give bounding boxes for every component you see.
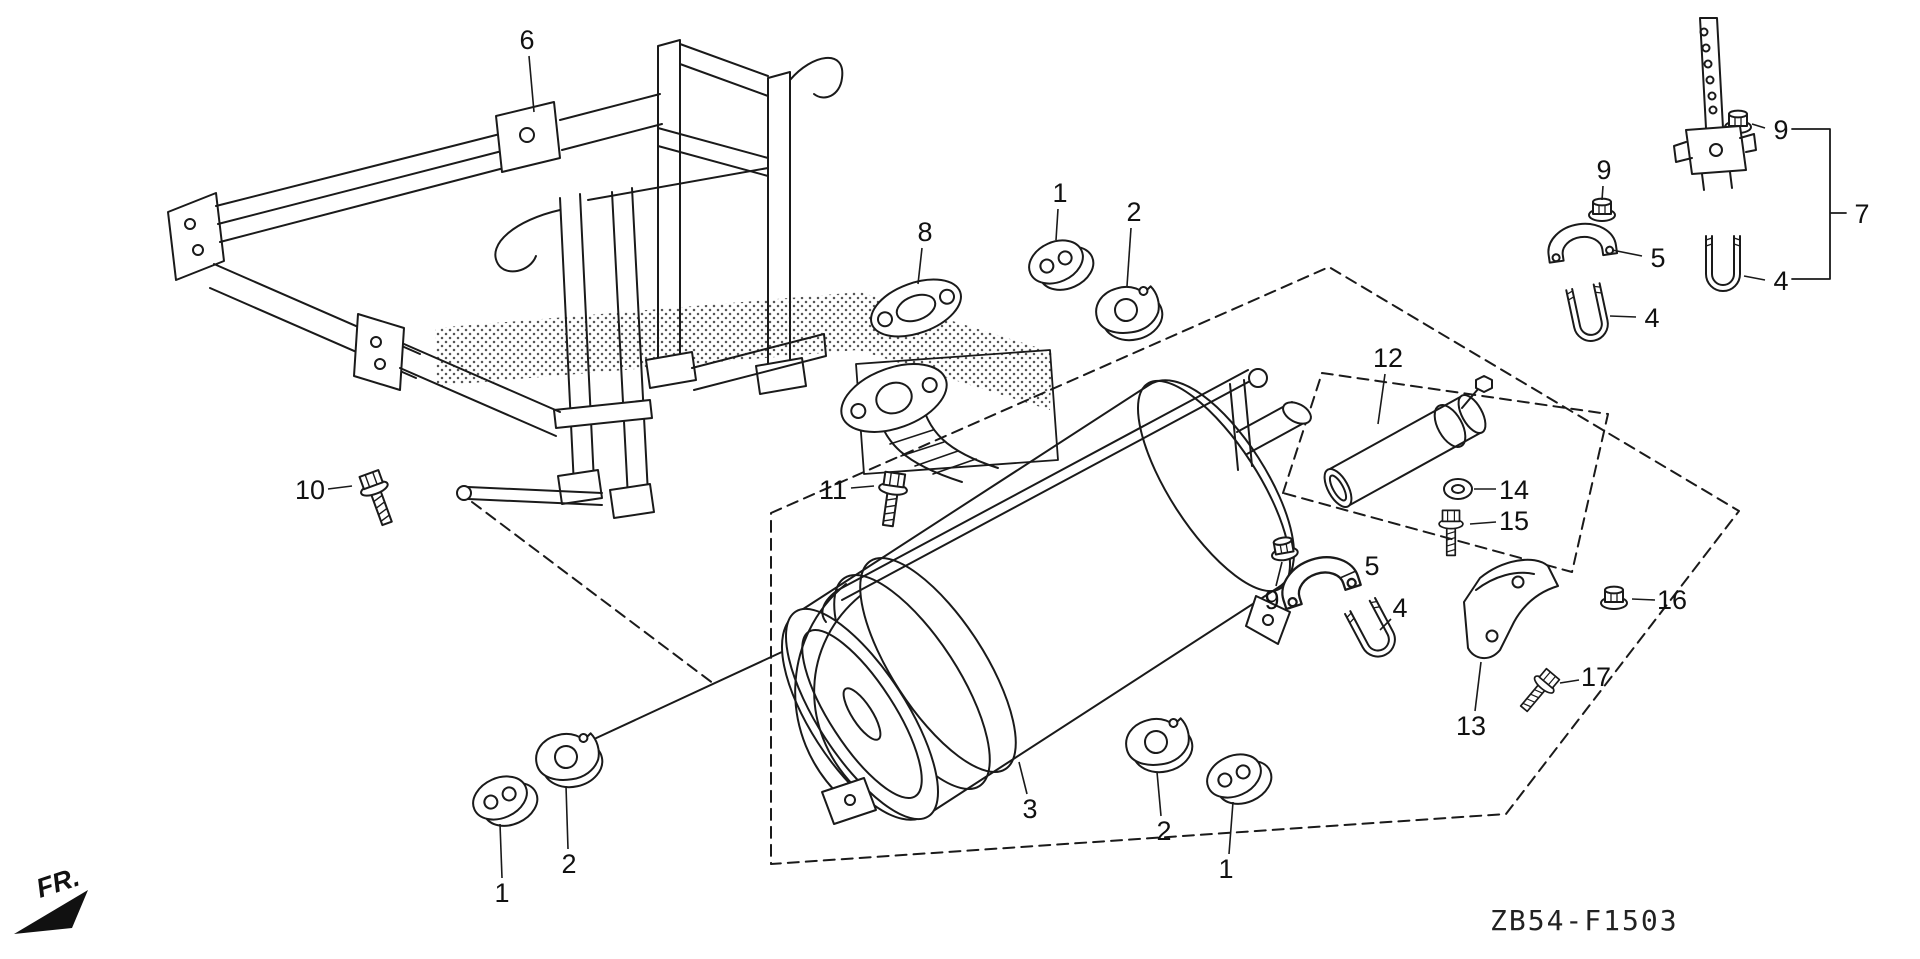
washer-14 xyxy=(1443,478,1473,500)
callout-label-3: 3 xyxy=(1022,794,1037,824)
callout-label-14: 14 xyxy=(1499,475,1529,505)
callout-label-2: 2 xyxy=(1156,816,1171,846)
callout-leader-9 xyxy=(1601,185,1604,201)
stay-bracket-13 xyxy=(1463,558,1559,659)
callout-leader-2 xyxy=(1156,771,1162,817)
callout-label-11: 11 xyxy=(819,475,847,505)
callout-leader-2 xyxy=(565,785,569,850)
callout-label-13: 13 xyxy=(1456,711,1486,741)
callout-label-10: 10 xyxy=(295,475,325,505)
callout-leader-1 xyxy=(1228,801,1234,855)
callout-leader-11 xyxy=(850,485,875,489)
callout-leader-15 xyxy=(1469,521,1497,525)
callout-label-4: 4 xyxy=(1773,266,1788,296)
callout-label-4: 4 xyxy=(1644,303,1659,333)
dashed-outline-main xyxy=(770,266,1740,865)
bolt-15 xyxy=(1438,509,1464,557)
callout-label-9: 9 xyxy=(1596,155,1611,185)
callout-leader-17 xyxy=(1559,679,1580,684)
callout-label-1: 1 xyxy=(1052,178,1067,208)
carrier-frame xyxy=(167,39,844,519)
callout-label-9: 9 xyxy=(1773,115,1788,145)
callout-7-bracket-line xyxy=(1791,128,1847,280)
hanger-strap-7 xyxy=(1673,17,1757,191)
exhaust-gasket-8 xyxy=(870,278,962,338)
dashed-leader-left xyxy=(471,501,715,685)
callout-leader-4 xyxy=(1609,315,1637,318)
exhaust-flange xyxy=(840,363,948,433)
callout-leader-9 xyxy=(1275,561,1283,587)
callout-label-1: 1 xyxy=(494,878,509,908)
u-bolt-4-right xyxy=(1705,235,1741,292)
flange-reference-box xyxy=(855,349,1059,475)
callout-label-15: 15 xyxy=(1499,506,1529,536)
callout-label-4: 4 xyxy=(1392,593,1407,623)
callout-leader-10 xyxy=(327,485,353,490)
callout-leader-3 xyxy=(1018,761,1028,795)
callout-leader-6 xyxy=(528,55,535,113)
collar-2-right xyxy=(1120,711,1198,780)
rubber-mount-1-top xyxy=(1021,228,1102,302)
nut-16 xyxy=(1600,585,1628,610)
rubber-mount-1-right xyxy=(1199,742,1280,816)
callout-leader-1 xyxy=(1055,208,1059,241)
callout-label-7: 7 xyxy=(1854,199,1869,229)
callout-label-12: 12 xyxy=(1373,343,1403,373)
callout-label-5: 5 xyxy=(1364,551,1379,581)
halftone-shading xyxy=(435,292,1052,410)
clamp-5-upper xyxy=(1543,218,1619,264)
callout-leader-4 xyxy=(1379,618,1392,631)
callout-label-16: 16 xyxy=(1657,585,1687,615)
callout-label-2: 2 xyxy=(1126,197,1141,227)
callout-leader-1 xyxy=(499,823,503,879)
tail-pipe-12 xyxy=(1323,375,1493,508)
front-arrow-icon xyxy=(14,890,88,934)
callout-leader-5 xyxy=(1611,249,1643,257)
dashed-outline-tailpipe xyxy=(1282,372,1609,573)
bolt-10 xyxy=(354,467,402,530)
nut-9-upper xyxy=(1588,197,1616,222)
callout-label-2: 2 xyxy=(561,849,576,879)
callout-label-8: 8 xyxy=(917,217,932,247)
callout-leader-8 xyxy=(917,247,923,285)
hanger-rod xyxy=(821,368,1268,623)
rubber-mount-1-left xyxy=(465,764,546,838)
u-bolt-4-upper xyxy=(1565,282,1612,346)
callout-leader-9 xyxy=(1751,123,1766,129)
callout-label-5: 5 xyxy=(1650,243,1665,273)
callout-label-17: 17 xyxy=(1581,662,1611,692)
callout-leader-5 xyxy=(1339,570,1357,579)
collar-2-top xyxy=(1090,279,1168,348)
mount-attachment-line xyxy=(591,650,785,741)
callout-label-9: 9 xyxy=(1264,585,1279,615)
bolt-17 xyxy=(1513,665,1563,718)
callout-leader-16 xyxy=(1631,598,1656,601)
collar-2-left xyxy=(530,726,608,795)
callout-leader-13 xyxy=(1474,661,1482,712)
callout-leader-4 xyxy=(1743,275,1766,281)
callout-label-6: 6 xyxy=(519,25,534,55)
bolt-11 xyxy=(873,470,911,529)
callout-leader-2 xyxy=(1126,227,1132,287)
frame-bracket-6 xyxy=(495,101,561,173)
callout-label-1: 1 xyxy=(1218,854,1233,884)
callout-leader-12 xyxy=(1377,373,1386,425)
diagram-code: ZB54-F1503 xyxy=(1490,904,1679,937)
front-direction-marker: FR. xyxy=(14,862,88,934)
